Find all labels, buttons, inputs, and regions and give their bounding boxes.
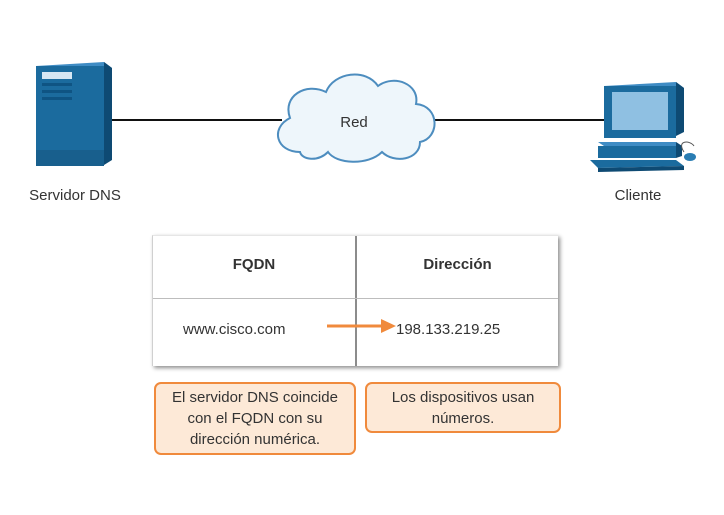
dns-server-icon (36, 62, 112, 166)
client-label: Cliente (614, 187, 662, 204)
header-fqdn: FQDN (232, 256, 276, 273)
table-column-divider (355, 236, 357, 366)
note-right-line-1: Los dispositivos usan (391, 389, 535, 406)
note-right-line-2: números. (431, 410, 495, 427)
note-left-line-3: dirección numérica. (189, 431, 321, 448)
table-row-divider (153, 298, 558, 299)
note-dns-matches-fqdn: El servidor DNS coincide con el FQDN con… (154, 382, 356, 455)
note-devices-use-numbers: Los dispositivos usan números. (365, 382, 561, 433)
cell-fqdn: www.cisco.com (183, 321, 286, 338)
network-cloud-icon (277, 73, 436, 163)
note-left-line-1: El servidor DNS coincide (172, 389, 338, 406)
network-topology (36, 62, 696, 172)
note-left-line-2: con el FQDN con su (187, 410, 323, 427)
dns-lookup-table: FQDN Dirección www.cisco.com 198.133.219… (152, 235, 558, 366)
network-cloud-label: Red (340, 114, 368, 131)
mapping-arrow-icon (327, 319, 396, 333)
dns-server-label: Servidor DNS (29, 187, 121, 204)
cell-ip-address: 198.133.219.25 (396, 321, 501, 338)
client-computer-icon (590, 82, 696, 172)
header-address: Dirección (423, 256, 492, 273)
